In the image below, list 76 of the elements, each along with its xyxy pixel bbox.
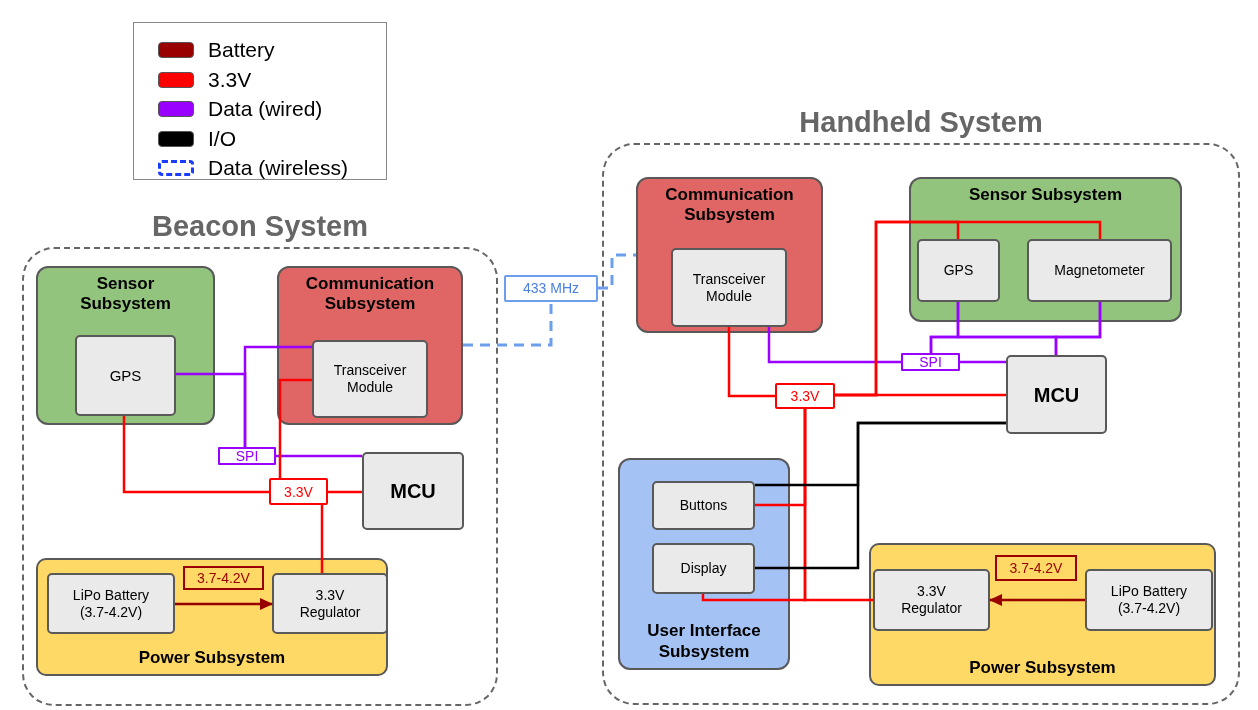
component-box [75,335,176,416]
subsystem-panel [277,266,463,425]
power-rail-box [775,383,835,409]
heading-text: Communication Subsystem [664,185,795,226]
component-box [272,573,388,634]
component-box [1006,355,1107,434]
connector-line [835,220,1102,397]
heading-text: Sensor Subsystem [79,274,172,315]
component-label: Display [680,560,727,577]
connector-line [278,378,312,478]
component-box [47,573,175,634]
connector-line [803,409,873,602]
legend-label: 3.3V [208,67,252,92]
subsystem-panel [36,558,388,676]
connector-line [320,505,324,573]
subsystem-panel [909,177,1182,322]
heading-text: Communication Subsystem [304,274,436,315]
heading-text: Handheld System [799,105,1043,140]
component-box [652,481,755,530]
connector-line [755,421,1006,570]
power-rail-box [269,478,328,505]
subsystem-panel [636,177,823,333]
subsystem-panel [36,266,215,425]
connector-line [243,345,312,447]
component-box [917,239,1000,302]
connector-line [960,360,1006,364]
component-box [362,452,464,530]
edge-label: 3.7-4.2V [995,555,1077,581]
component-label: Magnetometer [1054,262,1145,279]
legend-label: I/O [208,126,236,151]
heading-text: Beacon System [152,209,368,244]
bus-label-box [218,447,276,465]
heading-text: Sensor Subsystem [968,185,1123,206]
connector-line [328,490,362,494]
component-label: Buttons [679,497,728,514]
component-label: SPI [919,355,942,369]
legend-label: Battery [208,38,275,62]
component-label: LiPo Battery (3.7-4.2V) [71,586,151,621]
legend-label: Data (wired) [208,97,323,121]
arrow [989,594,1085,606]
heading-text: Power Subsystem [969,657,1116,678]
connector-line [122,416,269,494]
component-label: 3.3V [284,484,313,499]
component-label: Transceiver Module [332,362,408,396]
connector-line [276,454,362,458]
component-label: 433 MHz [523,280,579,297]
heading-text: Power Subsystem [138,647,286,668]
subsystem-panel [618,458,790,670]
component-box [1027,239,1172,302]
radio-link-box [504,275,598,302]
component-label: MCU [1033,382,1080,407]
legend-label: Data (wireless) [208,156,349,180]
component-box [652,543,755,594]
heading-text: User Interface Subsystem [646,621,762,662]
arrow [175,598,273,610]
component-label: LiPo Battery (3.7-4.2V) [1109,583,1189,617]
connector-line [929,302,1102,353]
component-label: Transceiver Module [691,270,767,305]
component-label: 3.3V [790,389,820,403]
component-box [873,569,990,631]
connector-line [598,253,636,290]
component-label: SPI [235,449,259,463]
component-box [1085,569,1213,631]
connector-line [463,302,553,347]
component-label: GPS [109,366,142,385]
connector-line [767,327,901,364]
component-label: 3.3V Regulator [900,583,963,617]
component-label: MCU [390,479,436,503]
component-box [312,340,428,418]
edge-label: 3.7-4.2V [183,566,264,590]
bus-label-box [901,353,960,371]
component-label: 3.3V Regulator [298,586,362,621]
connector-line [727,327,775,398]
component-label: GPS [943,262,974,279]
component-box [671,248,787,327]
subsystem-panel [869,543,1216,686]
